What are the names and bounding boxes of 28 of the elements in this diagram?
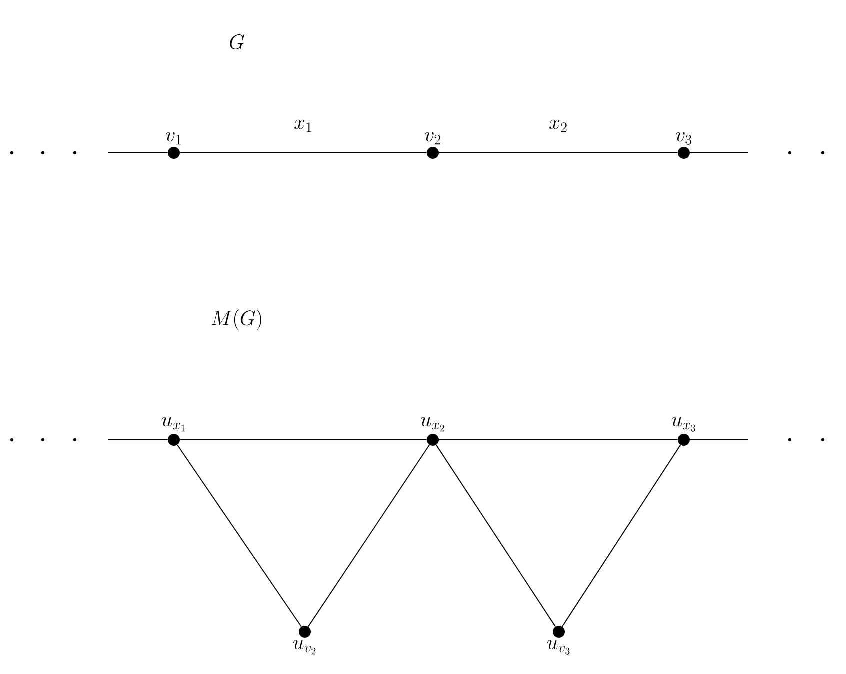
node-label: $u_{v_2}$ [293,640,316,655]
graph-edge [438,152,678,154]
graph-vertex: $v_2$ [424,132,440,159]
graph-edge [308,444,430,628]
graph-vertex: $u_{v_2}$ [293,626,316,655]
graph-vertex: $v_1$ [166,132,182,159]
node-label: $u_{x_2}$ [420,417,444,432]
edge-label: $x_1$ [294,120,312,132]
node-label: $u_{x_1}$ [162,417,185,432]
graph-edge [436,444,556,628]
graph-edge [690,152,748,154]
graph-vertex: $v_3$ [676,132,692,159]
edge-label: $x_2$ [550,120,567,132]
graph-vertex: $u_{x_2}$ [420,417,444,446]
graph-edge [177,444,302,628]
graph-vertex: $u_{x_3}$ [672,417,696,446]
graph-edge [180,152,428,154]
graph-edge [108,152,168,154]
graph-vertex: $u_{v_3}$ [547,626,570,655]
node-label: $u_{v_3}$ [547,640,570,655]
node-label: $v_3$ [676,132,692,145]
node-label: $v_2$ [424,132,440,145]
node-label: $v_1$ [166,132,182,145]
graph-title: $G$ [230,34,244,50]
graph-edge [562,444,682,628]
node-label: $u_{x_3}$ [672,417,696,432]
graph-title: $M(G)$ [212,310,262,330]
graph-vertex: $u_{x_1}$ [162,417,185,446]
